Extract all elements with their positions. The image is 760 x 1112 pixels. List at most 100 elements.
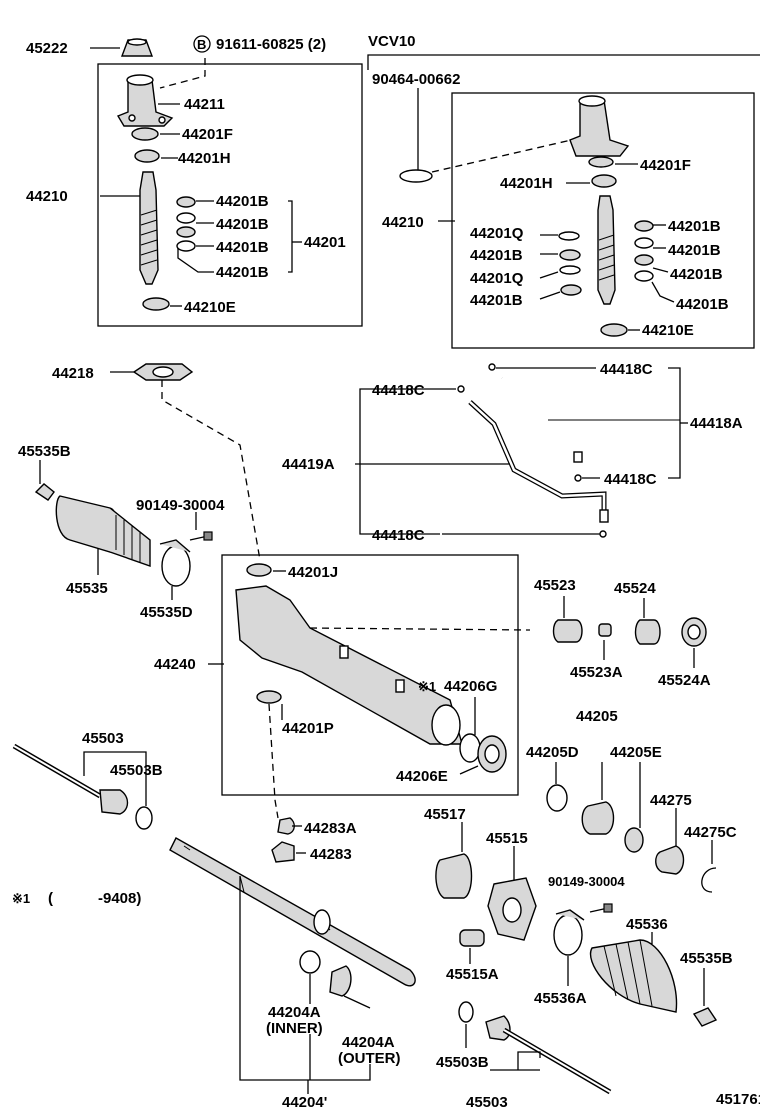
label-44201B-l1: 44201B xyxy=(216,193,269,210)
bolt-dashline xyxy=(159,58,206,89)
bracket-44418C-left xyxy=(359,388,456,535)
label-44210E-right: 44210E xyxy=(642,322,694,339)
bellows-folds xyxy=(115,515,141,563)
label-44210E-left: 44210E xyxy=(184,299,236,316)
label-44204A-outer-sub: (OUTER) xyxy=(338,1050,401,1067)
ring-44201B-1 xyxy=(176,196,196,208)
boot-45536-folds xyxy=(603,939,653,1007)
label-45535B-right: 45535B xyxy=(680,950,733,967)
label-44210-left: 44210 xyxy=(26,188,68,205)
pinion-assembly-left xyxy=(90,38,302,311)
label-45503B-right: 45503B xyxy=(436,1054,489,1071)
bracket-44418C-right xyxy=(668,367,681,479)
label-44283: 44283 xyxy=(310,846,352,863)
label-45503-left: 45503 xyxy=(82,730,124,747)
label-44204A-inner: 44204A xyxy=(268,1004,321,1021)
boot-45536 xyxy=(589,939,678,1013)
label-44201B-r6: 44201B xyxy=(676,296,729,313)
ring-44204A-outer xyxy=(329,965,352,997)
label-44211: 44211 xyxy=(184,96,225,113)
label-group: VCV10 451761 45222 B 91611-60825 (2) 442… xyxy=(12,33,760,1111)
dash-44283 xyxy=(268,703,279,819)
right-parts-group xyxy=(435,596,718,1027)
label-44201B-l3: 44201B xyxy=(216,239,269,256)
oring-44418C-4 xyxy=(599,530,607,538)
label-45517: 45517 xyxy=(424,806,466,823)
label-45503-right: 45503 xyxy=(466,1094,508,1111)
oring-44418C-1 xyxy=(457,385,465,393)
label-44204A-inner-sub: (INNER) xyxy=(266,1020,323,1037)
note-open: ( xyxy=(48,890,53,907)
pinion-shaft-right xyxy=(597,195,616,305)
clamp-45535D-head xyxy=(159,539,191,553)
housing-top xyxy=(126,74,154,86)
clamp-45536A-head xyxy=(555,909,585,921)
label-44206E: 44206E xyxy=(396,768,448,785)
pinion-shaft xyxy=(139,171,159,285)
plug-45523 xyxy=(552,619,583,643)
pipe-nut-2 xyxy=(599,509,609,523)
clip-90464 xyxy=(399,169,433,183)
dash-90464 xyxy=(431,137,581,173)
section-label: VCV10 xyxy=(368,33,416,50)
label-44204: 44204' xyxy=(282,1094,327,1111)
label-44210-right: 44210 xyxy=(382,214,424,231)
housing-end xyxy=(431,704,461,746)
label-44418C-1: 44418C xyxy=(600,361,653,378)
pipe-group xyxy=(355,363,688,538)
ring-44206G xyxy=(459,733,481,763)
ring-44201B-r6 xyxy=(634,270,654,282)
pinion-teeth xyxy=(140,209,158,266)
label-45503B-left: 45503B xyxy=(110,762,163,779)
note-range: -9408) xyxy=(98,890,141,907)
label-44201-left: 44201 xyxy=(304,234,346,251)
label-45222: 45222 xyxy=(26,40,68,57)
ring-44201Q-2 xyxy=(559,265,581,275)
left-boot-group xyxy=(34,460,213,600)
boot-45535-body xyxy=(55,495,119,553)
ring-44201Q-1 xyxy=(558,231,580,241)
ring-44201B-r5 xyxy=(634,254,654,266)
label-44204A-outer: 44204A xyxy=(342,1034,395,1051)
tie-rod-right-inner xyxy=(503,1029,611,1093)
upper-left-box xyxy=(97,63,363,327)
label-44275: 44275 xyxy=(650,792,692,809)
housing-port-1 xyxy=(339,645,349,659)
label-44205D: 44205D xyxy=(526,744,579,761)
cap-top xyxy=(127,38,147,46)
label-44201P: 44201P xyxy=(282,720,334,737)
ring-44201B-left-2 xyxy=(560,284,582,296)
pipe-nut-1 xyxy=(573,451,583,463)
label-44275C: 44275C xyxy=(684,824,737,841)
oring-44418C-2 xyxy=(488,363,496,371)
label-44418C-4: 44418C xyxy=(372,527,425,544)
label-44201B-r2: 44201B xyxy=(470,292,523,309)
label-90149-2: 90149-30004 xyxy=(548,874,625,889)
ring-44201B-2 xyxy=(176,212,196,224)
ring-44201B-left-1 xyxy=(559,249,581,261)
bearing-44201H-right xyxy=(591,174,617,188)
tie-rod-left-inner xyxy=(13,745,101,797)
label-44201H-left: 44201H xyxy=(178,150,231,167)
cap-45524 xyxy=(634,619,661,645)
cap-44275-end xyxy=(655,845,685,875)
tie-rod-left-end xyxy=(99,789,129,815)
clamp-45535B-right xyxy=(692,1007,718,1027)
steering-rack-44204 xyxy=(169,837,416,987)
label-45524A: 45524A xyxy=(658,672,711,689)
clip-44275C xyxy=(701,867,717,893)
note-mark: ※1 xyxy=(12,891,30,906)
bracket-45503-left xyxy=(83,751,147,806)
ring-44201B-r4 xyxy=(634,237,654,249)
seal-44201F-right xyxy=(588,156,614,168)
bracket-45503-right xyxy=(517,1051,541,1070)
bushing-44201J xyxy=(246,563,272,577)
bolt-marker xyxy=(193,35,211,53)
label-44201Q-1: 44201Q xyxy=(470,225,524,242)
pinion-teeth-r xyxy=(598,234,615,281)
footer-code: 451761 xyxy=(716,1091,760,1108)
bushing-45515A xyxy=(459,929,485,947)
housing-port-2 xyxy=(395,679,405,693)
label-44419A: 44419A xyxy=(282,456,335,473)
leader-rb2 xyxy=(539,291,561,300)
